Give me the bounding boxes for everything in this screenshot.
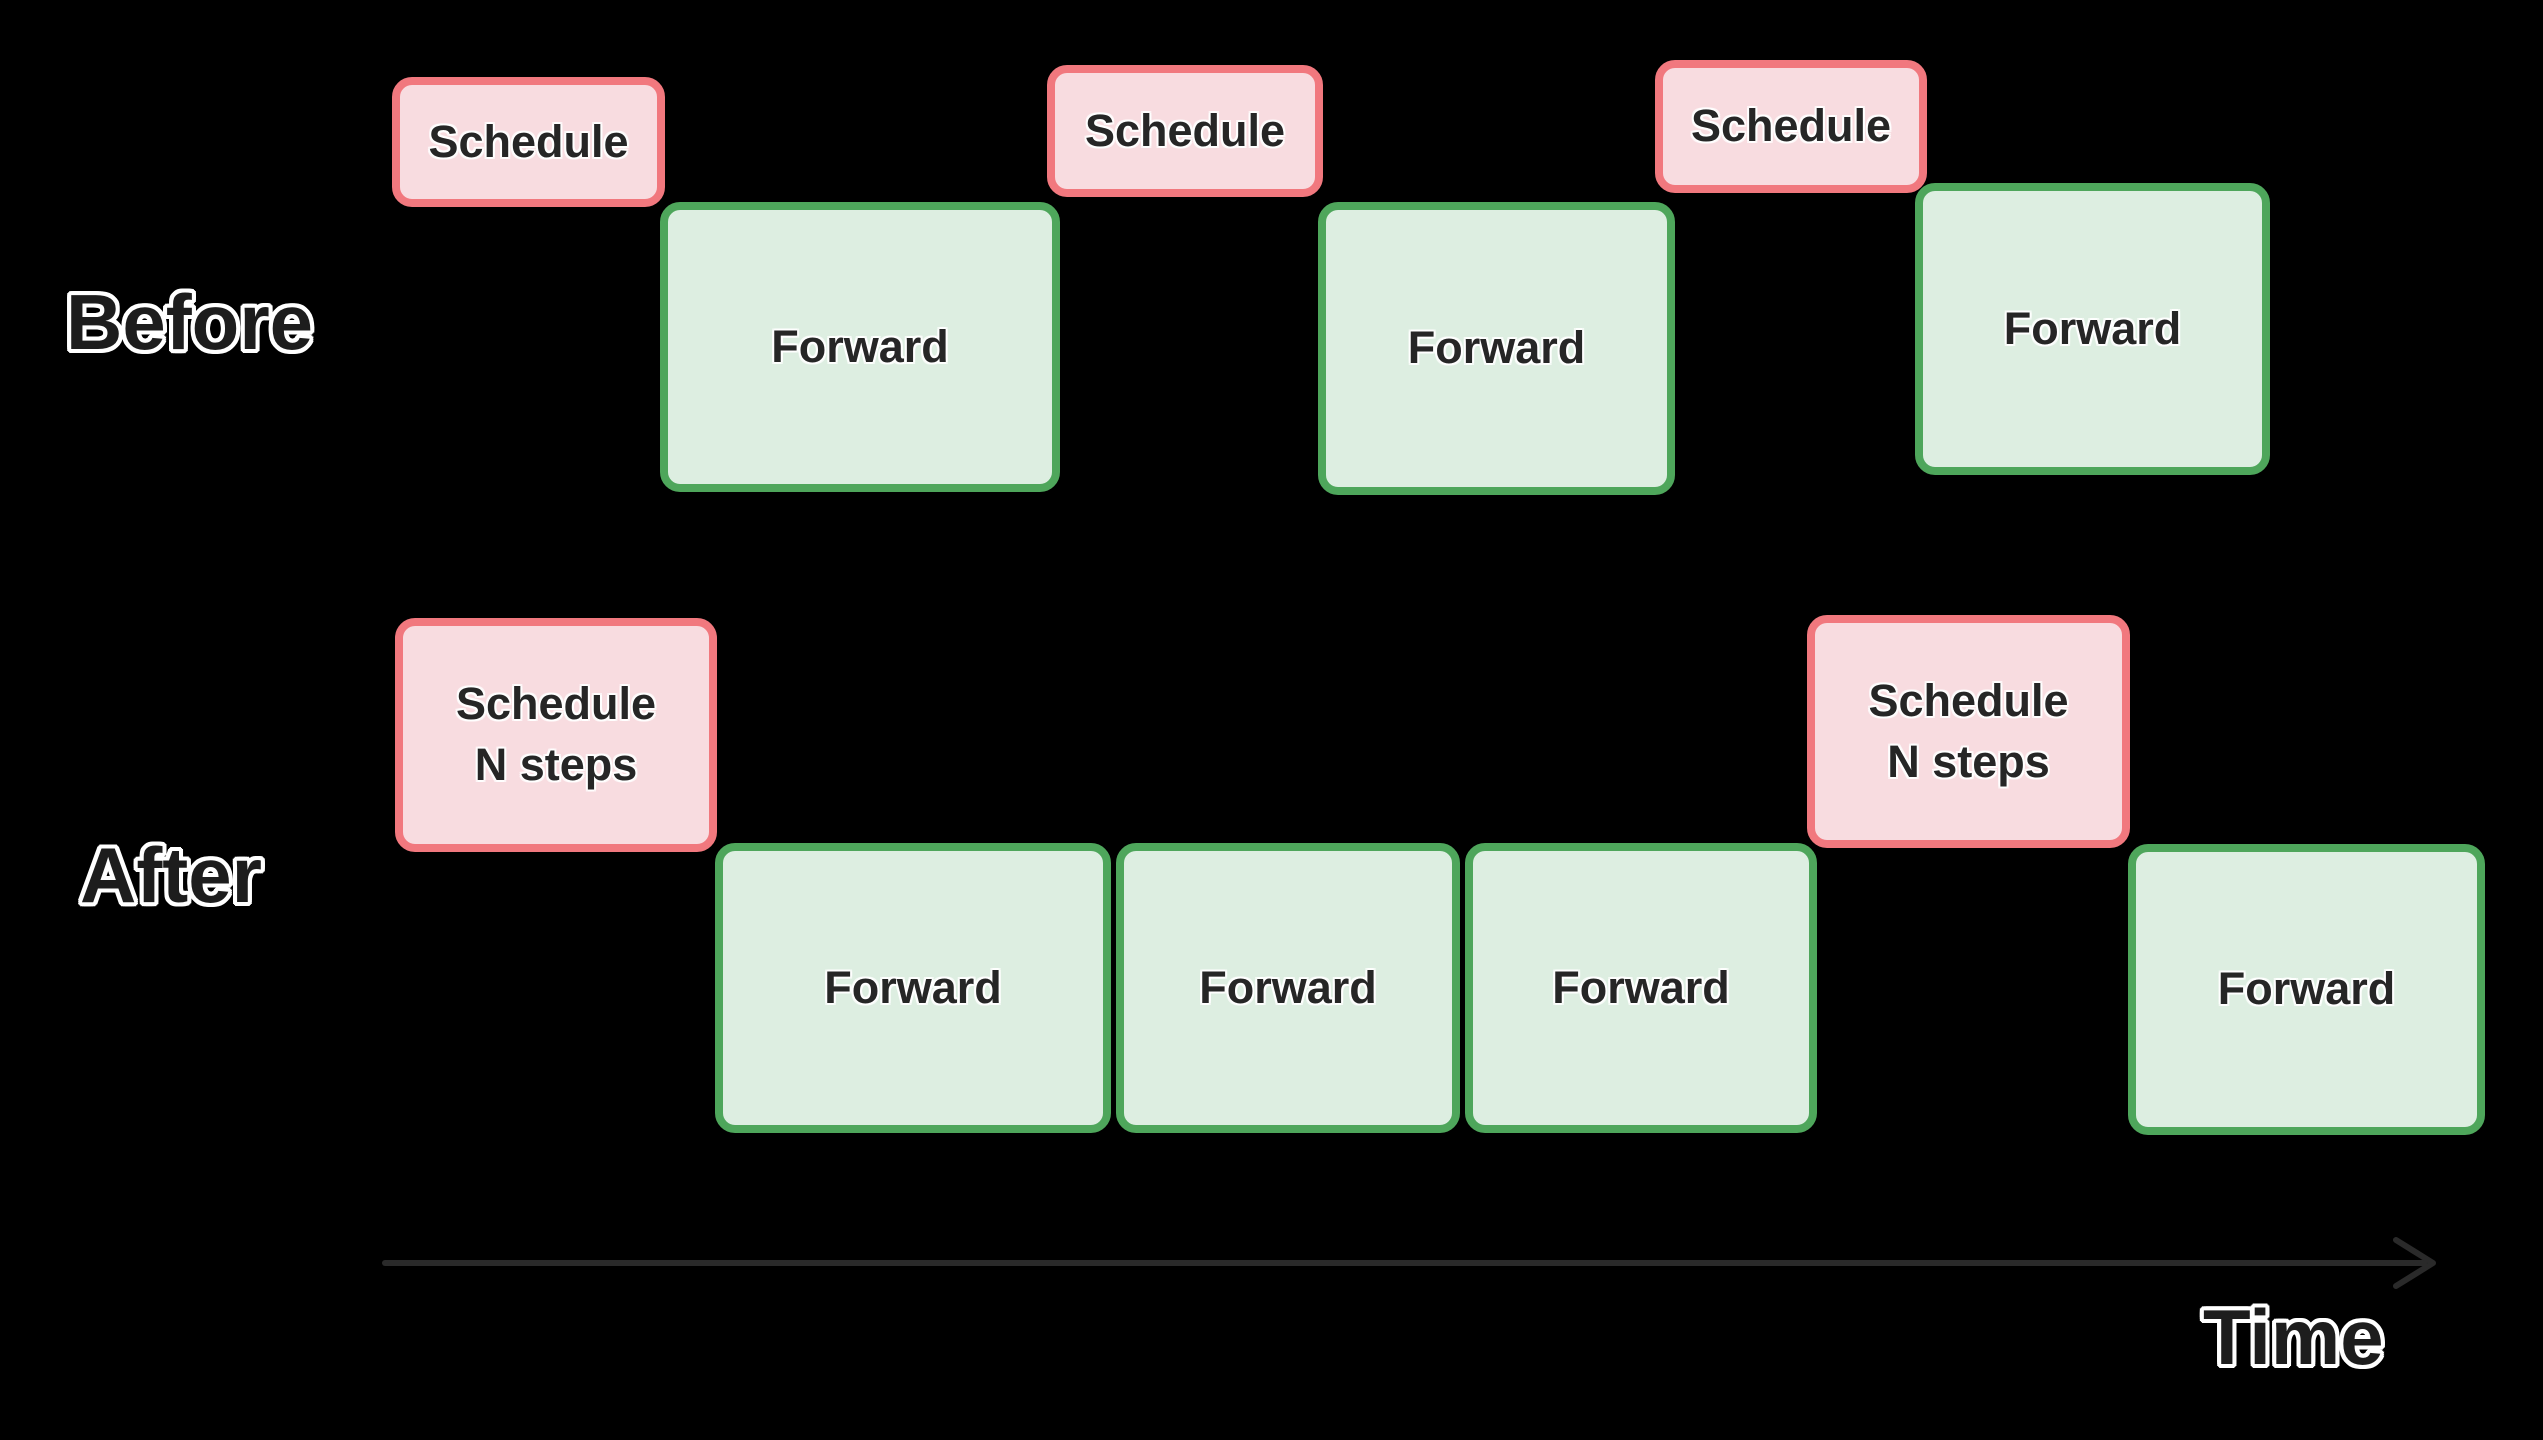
forward-box-label: Forward bbox=[2003, 302, 2182, 354]
schedule-box-label: Schedule bbox=[1690, 100, 1892, 152]
forward-box-label: Forward bbox=[824, 961, 1002, 1013]
time-axis-label: Time bbox=[2203, 1293, 2384, 1381]
schedule-box-label: Schedule N steps bbox=[455, 678, 657, 790]
forward-box: Forward bbox=[2128, 844, 2485, 1135]
schedule-box: Schedule bbox=[1047, 65, 1323, 197]
forward-box: Forward bbox=[1915, 183, 2270, 475]
forward-box: Forward bbox=[660, 202, 1060, 492]
before-row-label: Before bbox=[66, 278, 314, 366]
schedule-box: Schedule bbox=[392, 77, 665, 207]
forward-box: Forward bbox=[1318, 202, 1675, 495]
forward-box: Forward bbox=[1116, 843, 1460, 1133]
schedule-box-label: Schedule N steps bbox=[1868, 674, 2069, 787]
forward-box: Forward bbox=[715, 843, 1111, 1133]
forward-box-label: Forward bbox=[1199, 961, 1377, 1013]
schedule-box: Schedule bbox=[1655, 60, 1927, 193]
forward-box-label: Forward bbox=[1407, 322, 1586, 374]
schedule-box-label: Schedule bbox=[1084, 104, 1286, 156]
forward-box-label: Forward bbox=[1552, 961, 1730, 1013]
after-row-label: After bbox=[80, 831, 263, 919]
schedule-box: Schedule N steps bbox=[1807, 615, 2130, 848]
forward-box-label: Forward bbox=[2217, 963, 2396, 1015]
schedule-box: Schedule N steps bbox=[395, 618, 717, 852]
forward-box: Forward bbox=[1465, 843, 1817, 1133]
time-arrow-head bbox=[2393, 1237, 2436, 1289]
schedule-box-label: Schedule bbox=[428, 115, 629, 167]
forward-box-label: Forward bbox=[771, 320, 949, 372]
